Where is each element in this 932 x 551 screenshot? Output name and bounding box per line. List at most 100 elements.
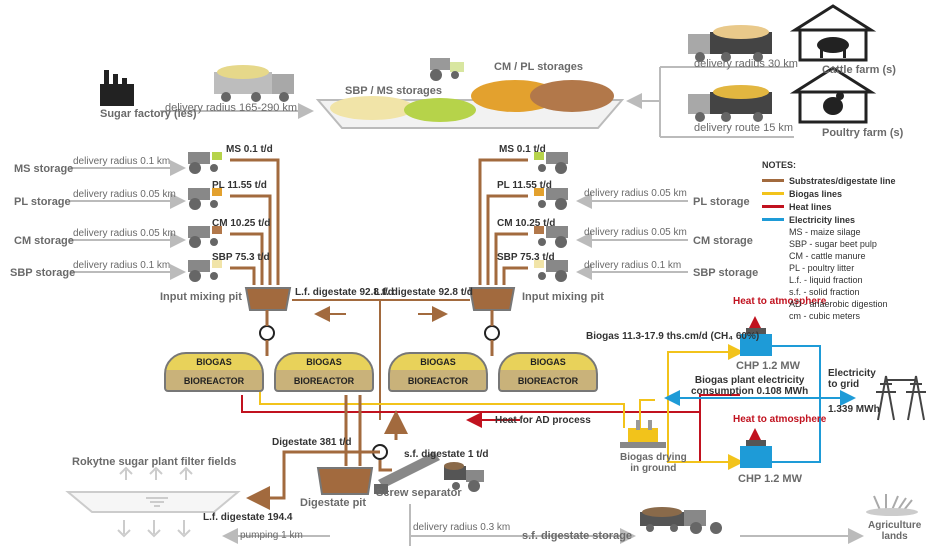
lf-digestate-lines	[292, 299, 470, 420]
left-cm-storage: CM storage	[14, 235, 74, 247]
left-mixing-pit	[244, 287, 292, 311]
cattle-farm-label: Cattle farm (s)	[822, 64, 896, 76]
factory-icon	[100, 70, 134, 106]
left-cm-radius: delivery radius 0.05 km	[73, 228, 176, 239]
left-pl-amount: PL 11.55 t/d	[212, 180, 267, 191]
poultry-barn-icon	[789, 66, 877, 124]
electricity-swatch	[762, 218, 784, 221]
electricity-grid-label: Electricity to grid	[828, 368, 876, 390]
tractor-icon	[430, 58, 464, 81]
chp-bottom-label: CHP 1.2 MW	[738, 473, 802, 485]
lf-right-label: L.f. digestate 92.8 t/d	[374, 287, 473, 298]
legend-biogas-label: Biogas lines	[789, 188, 843, 199]
digestate-flow-label: Digestate 381 t/d	[272, 437, 352, 448]
right-ms-amount: MS 0.1 t/d	[499, 144, 546, 155]
digestate-pit	[316, 467, 374, 495]
substrate-swatch	[762, 179, 784, 182]
plant-consumption-label: Biogas plant electricity consumption 0.1…	[691, 375, 809, 397]
sf-digestate-label: s.f. digestate 1 t/d	[404, 449, 489, 460]
chp-bottom-icon	[740, 440, 772, 468]
sf-tractor-icon	[444, 462, 484, 492]
right-cm-radius: delivery radius 0.05 km	[584, 227, 687, 238]
filter-fields-icon	[65, 466, 241, 538]
legend-biogas: Biogas lines	[762, 187, 896, 200]
right-cm-storage: CM storage	[693, 235, 753, 247]
poultry-truck-icon	[688, 85, 772, 122]
bioreactor-3: BIOGAS BIOREACTOR	[388, 352, 488, 392]
right-pl-radius: delivery radius 0.05 km	[584, 188, 687, 199]
left-ms-amount: MS 0.1 t/d	[226, 144, 273, 155]
left-sbp-radius: delivery radius 0.1 km	[73, 260, 171, 271]
abbrev-5: s.f. - solid fraction	[789, 287, 860, 297]
power-tower-icons	[876, 375, 926, 421]
sugar-radius-label: delivery radius 165-290 km	[165, 102, 298, 114]
right-pl-storage: PL storage	[693, 196, 750, 208]
left-ms-radius: delivery radius 0.1 km	[73, 156, 171, 167]
biogas-swatch	[762, 192, 784, 195]
biogas-drying-label: Biogas drying in ground	[620, 452, 687, 474]
abbrev-6: AD - anaerobic digestion	[789, 299, 888, 309]
legend-heat: Heat lines	[762, 200, 896, 213]
drying-unit-icon	[620, 420, 666, 448]
biogas-flow-label: Biogas 11.3-17.9 ths.cm/d (CH₄ 60%)	[586, 331, 760, 342]
screw-separator-icon	[374, 452, 440, 494]
right-pl-amount: PL 11.55 t/d	[497, 180, 552, 191]
digestate-lines	[246, 395, 408, 510]
right-substrate-lines	[478, 158, 528, 285]
bioreactor-4: BIOGAS BIOREACTOR	[498, 352, 598, 392]
bioreactor-1: BIOGAS BIOREACTOR	[164, 352, 264, 392]
left-cm-amount: CM 10.25 t/d	[212, 218, 271, 229]
right-cm-amount: CM 10.25 t/d	[497, 218, 556, 229]
right-sbp-storage: SBP storage	[693, 267, 759, 279]
lf-left-label: L.f. digestate 92.8 t/d	[295, 287, 394, 298]
legend-electricity-label: Electricity lines	[789, 214, 856, 225]
sf-radius-label: delivery radius 0.3 km	[413, 522, 511, 533]
chp-top-label: CHP 1.2 MW	[736, 360, 800, 372]
reactor-1-bottom: BIOREACTOR	[183, 376, 245, 386]
chp-top-icon	[740, 328, 772, 356]
poultry-farm-label: Poultry farm (s)	[822, 127, 904, 139]
cattle-barn-icon	[789, 4, 877, 62]
legend-substrate-label: Substrates/digestate line	[789, 175, 896, 186]
reactor-4-bottom: BIOREACTOR	[517, 376, 579, 386]
reactor-2-bottom: BIOREACTOR	[293, 376, 355, 386]
heat-atm-top-label: Heat to atmosphere	[733, 296, 827, 307]
reactor-1-top: BIOGAS	[196, 357, 232, 367]
heat-swatch	[762, 205, 784, 208]
reactor-2-top: BIOGAS	[306, 357, 342, 367]
legend-heat-label: Heat lines	[789, 201, 832, 212]
right-mixing-pit-label: Input mixing pit	[522, 291, 604, 303]
cattle-truck-icon	[688, 25, 772, 62]
filter-fields-label: Rokytne sugar plant filter fields	[72, 456, 237, 468]
sugar-factory-label: Sugar factory (ies)	[100, 108, 197, 120]
left-pl-radius: delivery radius 0.05 km	[73, 189, 176, 200]
electricity-lines	[664, 345, 856, 463]
sf-storage-label: s.f. digestate storage	[522, 530, 633, 542]
grid-value-label: 1.339 MWh	[828, 404, 880, 415]
digestate-pit-label: Digestate pit	[300, 497, 367, 509]
legend-substrate: Substrates/digestate line	[762, 174, 896, 187]
bioreactor-2: BIOGAS BIOREACTOR	[274, 352, 374, 392]
left-sbp-amount: SBP 75.3 t/d	[212, 252, 270, 263]
reactor-3-bottom: BIOREACTOR	[407, 376, 469, 386]
right-mixing-pit	[468, 287, 516, 311]
right-sbp-radius: delivery radius 0.1 km	[584, 260, 682, 271]
lf-194-label: L.f. digestate 194.4	[203, 512, 293, 523]
legend-electricity: Electricity lines	[762, 213, 896, 226]
left-tractors	[188, 152, 222, 282]
poultry-route-label: delivery route 15 km	[694, 122, 794, 134]
left-pl-storage: PL storage	[14, 196, 71, 208]
left-substrate-lines	[230, 158, 280, 285]
right-sbp-amount: SBP 75.3 t/d	[497, 252, 555, 263]
agriculture-icon	[866, 494, 918, 516]
left-sbp-storage: SBP storage	[10, 267, 76, 279]
reactor-4-top: BIOGAS	[530, 357, 566, 367]
notes-title: NOTES:	[762, 160, 797, 170]
abbrev-3: PL - poultry litter	[789, 263, 855, 273]
cm-pl-storages-label: CM / PL storages	[494, 61, 584, 73]
reactor-3-top: BIOGAS	[420, 357, 456, 367]
truck-icon	[214, 65, 294, 102]
sf-storage-truck-icon	[640, 507, 722, 534]
